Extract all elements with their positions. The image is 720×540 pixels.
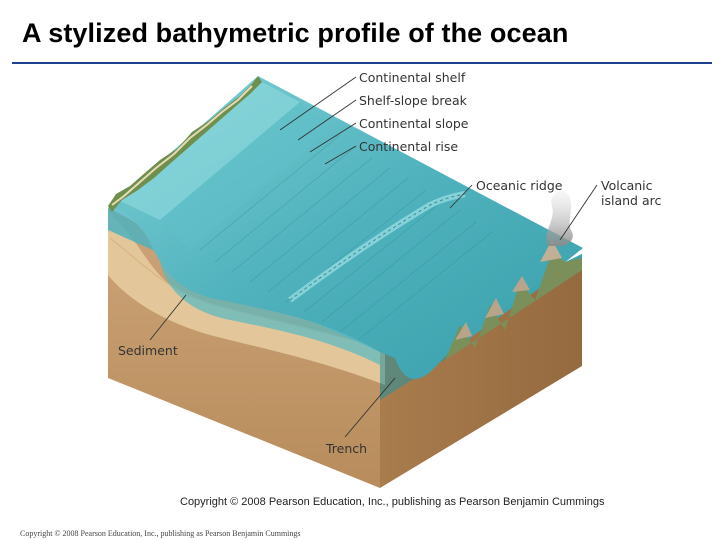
slide-title: A stylized bathymetric profile of the oc… bbox=[22, 18, 569, 48]
volcanic-island-arc bbox=[445, 240, 582, 360]
crust-right-face bbox=[380, 254, 582, 488]
label-sediment: Sediment bbox=[118, 343, 178, 358]
sediment-layer bbox=[108, 212, 385, 385]
seafloor-texture bbox=[199, 134, 493, 341]
label-shelf-slope-break: Shelf-slope break bbox=[359, 93, 468, 108]
volcanic-plume bbox=[546, 191, 573, 247]
label-trench: Trench bbox=[325, 441, 367, 456]
label-continental-slope: Continental slope bbox=[359, 116, 469, 131]
title-divider bbox=[12, 62, 712, 64]
figure-copyright: Copyright © 2008 Pearson Education, Inc.… bbox=[180, 496, 605, 508]
label-volcanic-line2: island arc bbox=[601, 193, 661, 208]
label-continental-shelf: Continental shelf bbox=[359, 70, 466, 85]
slide-footer-copyright: Copyright © 2008 Pearson Education, Inc.… bbox=[20, 529, 301, 538]
callout-leaders bbox=[149, 76, 598, 438]
label-continental-rise: Continental rise bbox=[359, 139, 458, 154]
label-oceanic-ridge: Oceanic ridge bbox=[476, 178, 563, 193]
label-volcanic-line1: Volcanic bbox=[601, 178, 653, 193]
